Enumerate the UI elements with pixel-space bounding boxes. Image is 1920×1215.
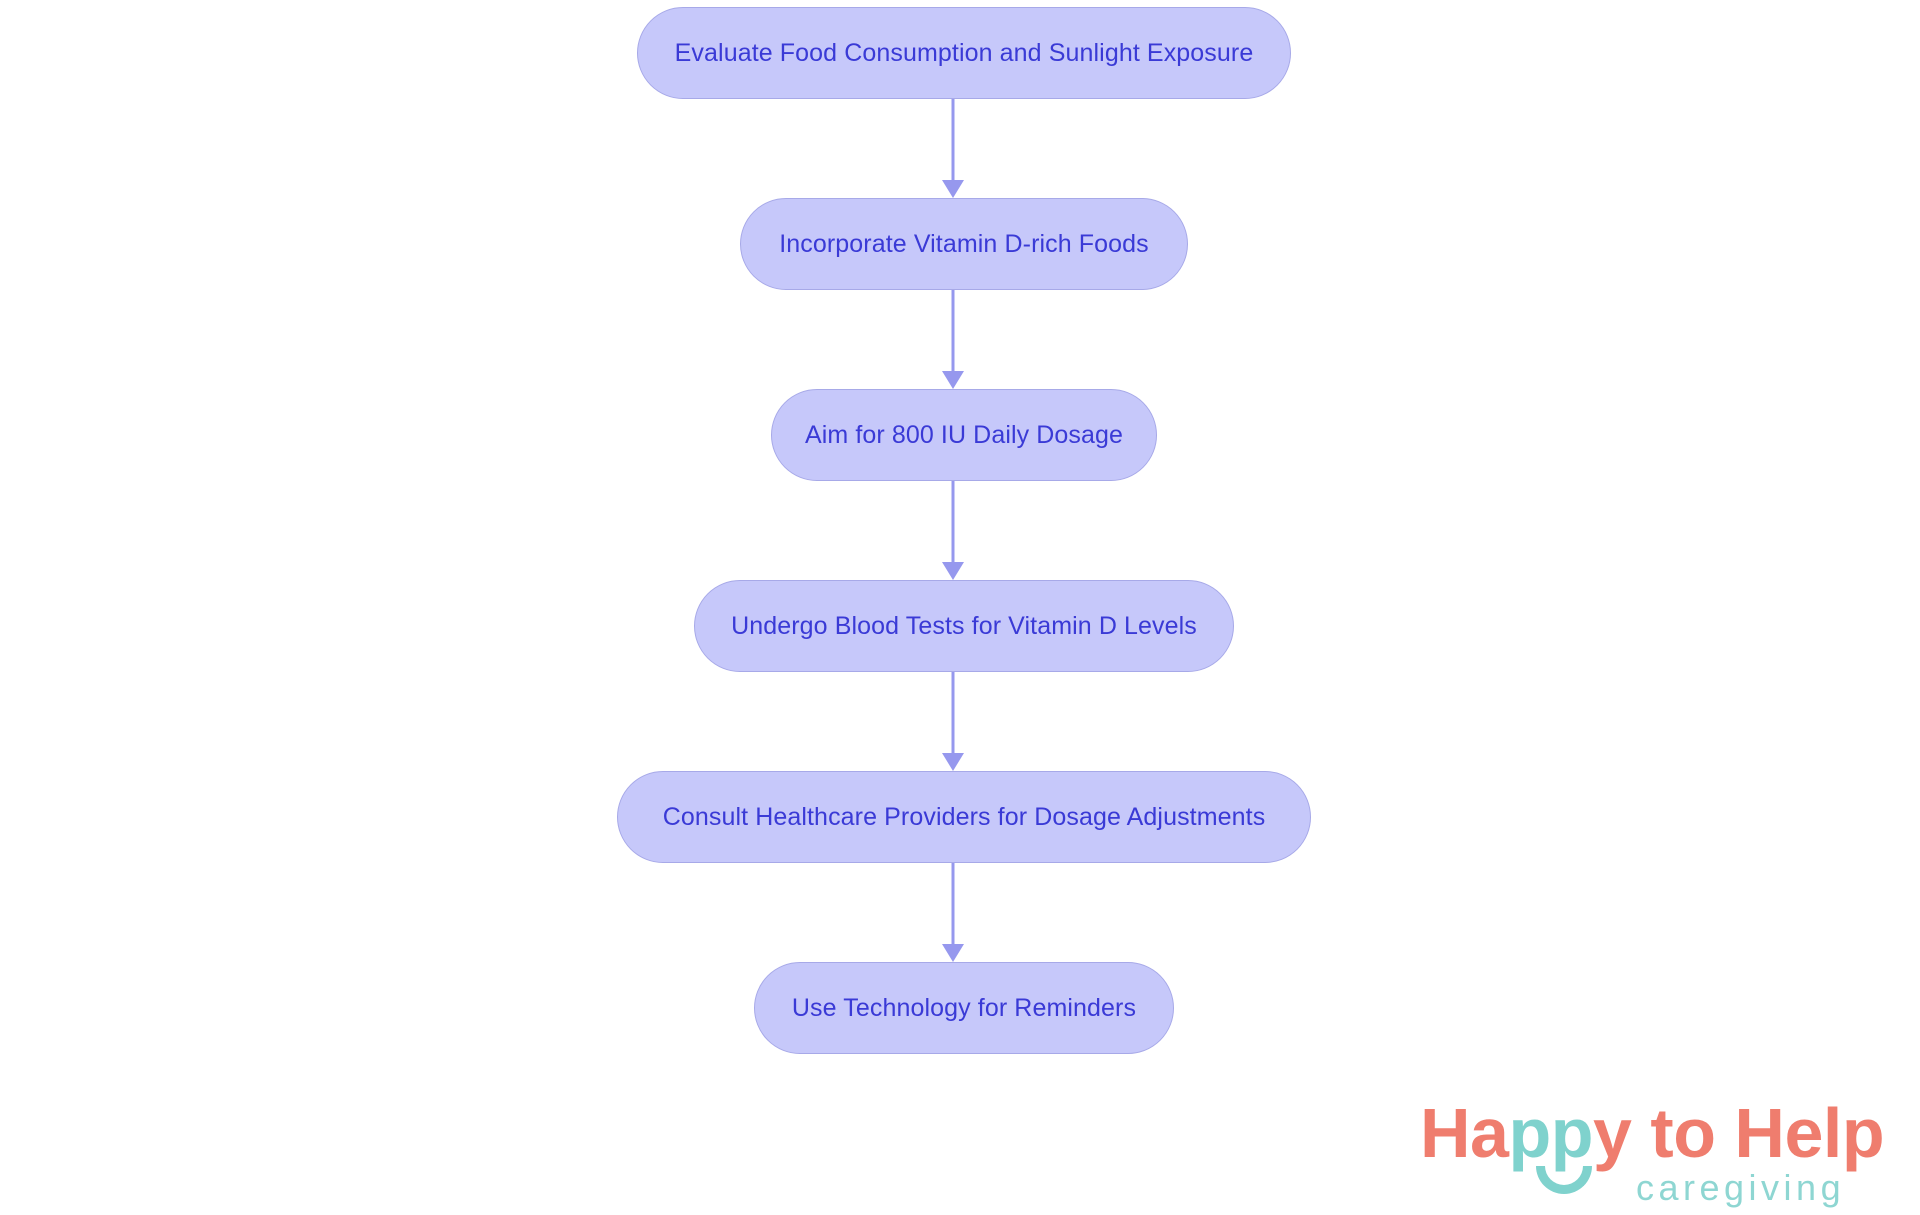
smile-arc-icon <box>1536 1166 1592 1194</box>
flowchart-node-step-5[interactable]: Consult Healthcare Providers for Dosage … <box>617 771 1311 863</box>
flow-connector-arrow <box>933 863 973 962</box>
arrow-head-icon <box>942 180 964 198</box>
flow-connector-arrow <box>933 290 973 389</box>
arrow-head-icon <box>942 944 964 962</box>
arrow-head-icon <box>942 753 964 771</box>
logo-tagline: caregiving <box>1636 1167 1846 1208</box>
brand-logo: Happy to Help caregiving <box>1420 1098 1900 1210</box>
flowchart-node-label: Undergo Blood Tests for Vitamin D Levels <box>731 611 1197 640</box>
logo-text-y-to-help: y to Help <box>1593 1094 1885 1172</box>
arrow-head-icon <box>942 371 964 389</box>
connector-line <box>951 290 955 371</box>
flowchart-node-label: Evaluate Food Consumption and Sunlight E… <box>674 38 1254 67</box>
arrow-head-icon <box>942 562 964 580</box>
flowchart-node-step-2[interactable]: Incorporate Vitamin D-rich Foods <box>740 198 1188 290</box>
flowchart-node-step-6[interactable]: Use Technology for Reminders <box>754 962 1174 1054</box>
flow-connector-arrow <box>933 99 973 198</box>
flowchart-node-step-1[interactable]: Evaluate Food Consumption and Sunlight E… <box>637 7 1291 99</box>
flowchart-node-label: Use Technology for Reminders <box>791 993 1137 1022</box>
flowchart-node-step-4[interactable]: Undergo Blood Tests for Vitamin D Levels <box>694 580 1234 672</box>
logo-text-pp: pp <box>1508 1094 1594 1172</box>
connector-line <box>951 672 955 753</box>
logo-text-ha: Ha <box>1420 1094 1509 1172</box>
flow-connector-arrow <box>933 672 973 771</box>
flowchart-node-label: Aim for 800 IU Daily Dosage <box>804 420 1124 449</box>
flowchart-node-step-3[interactable]: Aim for 800 IU Daily Dosage <box>771 389 1157 481</box>
connector-line <box>951 99 955 180</box>
connector-line <box>951 863 955 944</box>
flow-connector-arrow <box>933 481 973 580</box>
flowchart-node-label: Consult Healthcare Providers for Dosage … <box>662 802 1266 831</box>
logo-wordmark: Happy to Help <box>1420 1098 1885 1168</box>
connector-line <box>951 481 955 562</box>
flowchart-node-label: Incorporate Vitamin D-rich Foods <box>779 229 1149 258</box>
